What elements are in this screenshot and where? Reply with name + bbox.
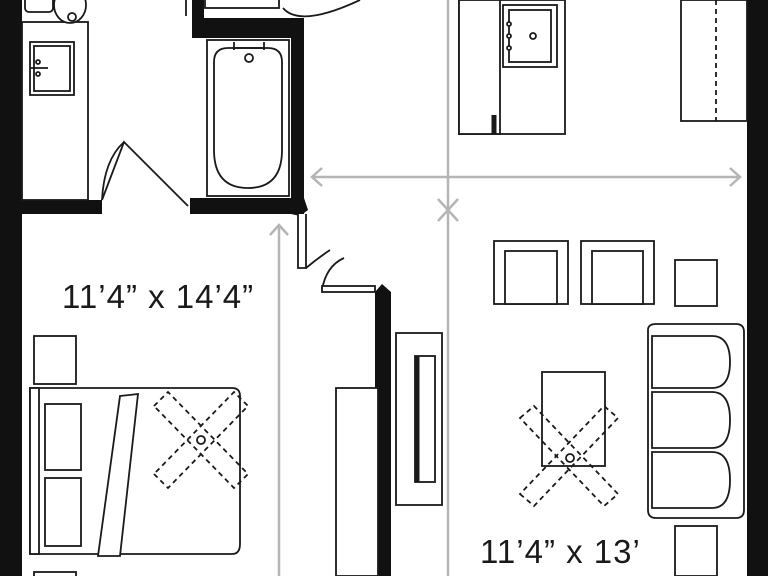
closet-door-swing-left (305, 249, 331, 269)
sofa-cushion-bottom (651, 451, 731, 509)
bedroom (29, 335, 379, 576)
sink-knob-1 (506, 21, 512, 27)
cross-mark-b (437, 198, 459, 222)
bathroom (21, 0, 361, 207)
nightstand-top (33, 335, 77, 385)
armchair-left-seat (504, 250, 558, 305)
bathtub-drain (244, 53, 254, 63)
closet-door-leaf-right (321, 285, 376, 293)
sofa-cushion-middle (651, 391, 731, 449)
living-ceiling-fixture (518, 404, 620, 508)
wall-closet (375, 292, 391, 576)
side-table-top (674, 259, 718, 307)
bedroom-dimension-label: 11’4” x 14’4” (62, 278, 255, 315)
sink-knob-2 (506, 33, 512, 39)
living-room-dimension-label: 11’4” x 13’ (480, 533, 641, 570)
wall-bath-bottom-left (22, 200, 102, 214)
wall-tub-top-left (192, 0, 204, 38)
toilet-tank (24, 0, 54, 13)
coffee-table (541, 371, 606, 467)
island-overhang (458, 0, 501, 135)
refrigerator (680, 0, 748, 122)
arrow-up-bedroom (269, 223, 289, 236)
bedroom-light-center (196, 435, 206, 445)
wall-bath-bottom-right (190, 198, 304, 214)
wall-closet-cap (375, 284, 391, 300)
dimension-lines (269, 0, 742, 576)
kitchen-sink-drain (529, 32, 537, 40)
armchair-right-seat (591, 250, 644, 305)
bed-blanket-fold (96, 392, 140, 557)
closet-door (297, 214, 376, 293)
pillow-bottom (44, 477, 82, 547)
nightstand-bottom (33, 571, 77, 576)
wall-left-outer (0, 0, 22, 576)
bath-shelf (204, 0, 280, 9)
pillow-top (44, 403, 82, 471)
shower-door-arc (282, 0, 361, 18)
living-light-center (565, 453, 575, 463)
side-table-bottom (674, 525, 718, 576)
sink-knob-3 (506, 45, 512, 51)
wall-tub-top (192, 18, 304, 38)
wall-tub-right (291, 18, 304, 214)
vanity-faucet-knob-bottom (35, 71, 41, 77)
closet-shelf (335, 387, 379, 576)
living-room (395, 240, 745, 576)
wall-right-outer (747, 0, 768, 576)
kitchen (458, 0, 748, 135)
sofa-cushion-top (651, 335, 731, 389)
bedroom-ceiling-fixture (152, 390, 250, 490)
toilet-bowl (53, 0, 87, 24)
arrow-right (729, 167, 742, 187)
bathroom-door-swing (101, 141, 125, 201)
bed-headboard (29, 387, 40, 555)
vanity-faucet-knob-top (35, 59, 41, 65)
wall-corner-notch (291, 198, 308, 216)
bathtub-basin (213, 47, 283, 189)
arrow-left (310, 167, 323, 187)
toilet-handle (67, 12, 77, 22)
closet-door-leaf-left (297, 214, 307, 269)
bed-frame (29, 387, 241, 555)
